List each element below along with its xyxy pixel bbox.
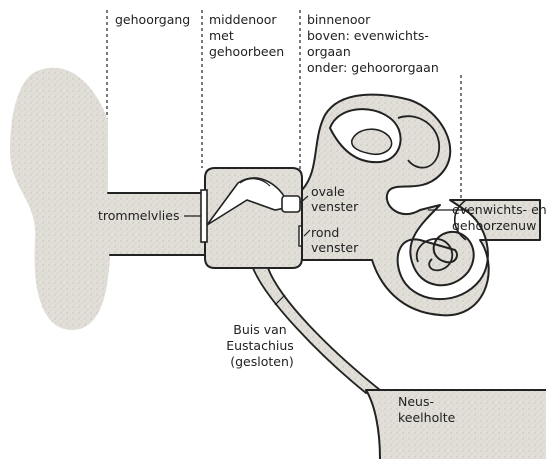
label-middenoor: middenoor met gehoorbeen — [209, 12, 284, 59]
nasopharynx-shape — [366, 390, 546, 459]
middle-ear — [201, 168, 304, 268]
label-binnenoor: binnenoor boven: evenwichts- orgaan onde… — [307, 12, 439, 75]
oval-window-shape — [282, 196, 300, 212]
eardrum-shape — [201, 190, 207, 242]
label-zenuw: evenwichts- en gehoorzenuw — [452, 202, 546, 233]
label-trommelvlies: trommelvlies — [98, 208, 179, 223]
label-gehoorgang: gehoorgang — [115, 12, 190, 27]
label-buis-van-eustachius: Buis van Eustachius (gesloten) — [226, 322, 298, 369]
